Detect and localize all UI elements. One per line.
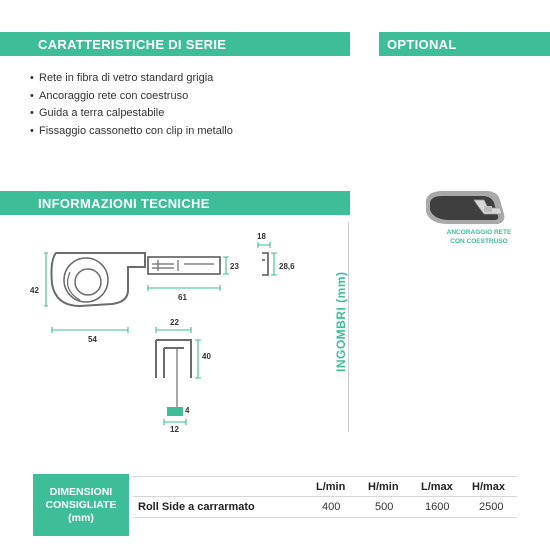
list-item: • Fissaggio cassonetto con clip in metall…	[30, 123, 233, 141]
bullet-icon: •	[30, 72, 34, 84]
dim-foot-height: 4	[185, 406, 190, 415]
technical-drawing: 42 54 61 23 18 28,6 22 40 4 12	[30, 232, 295, 434]
divider	[133, 476, 517, 477]
roller-circle	[63, 257, 109, 303]
table-cell: 2500	[479, 501, 504, 513]
optional-caption: ANCORAGGIO RETE CON COESTRUSO	[420, 229, 538, 246]
table-cell: 400	[322, 501, 341, 513]
guide-profile	[155, 339, 192, 378]
section-title: CARATTERISTICHE DI SERIE	[38, 36, 227, 52]
section-header-serie: CARATTERISTICHE DI SERIE	[0, 32, 350, 56]
feature-text: Ancoraggio rete con coestruso	[39, 89, 189, 102]
column-header: L/max	[421, 481, 453, 493]
caption-line: CON COESTRUSO	[450, 237, 508, 245]
feature-text: Guida a terra calpestabile	[39, 107, 165, 120]
dim-guide-height: 40	[202, 352, 211, 361]
side-profile	[262, 252, 269, 276]
rail-profile	[147, 256, 221, 275]
list-item: • Ancoraggio rete con coestruso	[30, 88, 233, 106]
feature-text: Rete in fibra di vetro standard grigia	[39, 72, 214, 84]
recommended-dimensions-label: DIMENSIONI CONSIGLIATE (mm)	[33, 474, 129, 536]
column-header: H/max	[472, 481, 506, 493]
bullet-icon: •	[30, 89, 34, 102]
column-header: H/min	[368, 481, 399, 493]
section-header-optional: OPTIONAL	[379, 32, 550, 56]
feature-text: Fissaggio cassonetto con clip in metallo	[39, 124, 233, 137]
dim-profile-height: 28,6	[279, 262, 295, 271]
list-item: • Rete in fibra di vetro standard grigia	[30, 70, 233, 88]
bullet-icon: •	[30, 107, 34, 120]
table-cell: 1600	[425, 501, 450, 513]
section-title: INFORMAZIONI TECNICHE	[38, 195, 210, 211]
cassette-outline	[50, 252, 146, 308]
coextrusion-anchor-image	[426, 191, 505, 224]
label-line: (mm)	[68, 511, 94, 524]
table-row-name: Roll Side a carrarmato	[138, 501, 255, 513]
feature-list: •Rete in fibra di vetro standard grigia …	[30, 70, 233, 140]
dim-rail-height: 23	[230, 262, 239, 271]
caption-line: ANCORAGGIO RETE	[446, 229, 512, 236]
list-item: • Guida a terra calpestabile	[30, 105, 233, 123]
label-line: CONSIGLIATE	[45, 498, 117, 511]
divider	[133, 496, 517, 497]
dim-profile-width: 18	[257, 232, 266, 241]
guide-foot	[167, 407, 183, 416]
divider	[133, 517, 517, 518]
dim-guide-width: 22	[170, 318, 179, 327]
divider	[348, 222, 349, 432]
dim-box-height: 42	[30, 286, 39, 295]
dim-box-width: 54	[88, 335, 97, 344]
section-header-info: INFORMAZIONI TECNICHE	[0, 191, 350, 215]
section-title: OPTIONAL	[387, 36, 457, 52]
column-header: L/min	[316, 481, 346, 493]
table-cell: 500	[375, 501, 394, 513]
dim-rail-length: 61	[178, 293, 187, 302]
dim-foot-width: 12	[170, 425, 179, 434]
ingombri-label: INGOMBRI (mm)	[334, 271, 348, 373]
label-line: DIMENSIONI	[49, 485, 113, 498]
bullet-icon: •	[30, 124, 34, 137]
